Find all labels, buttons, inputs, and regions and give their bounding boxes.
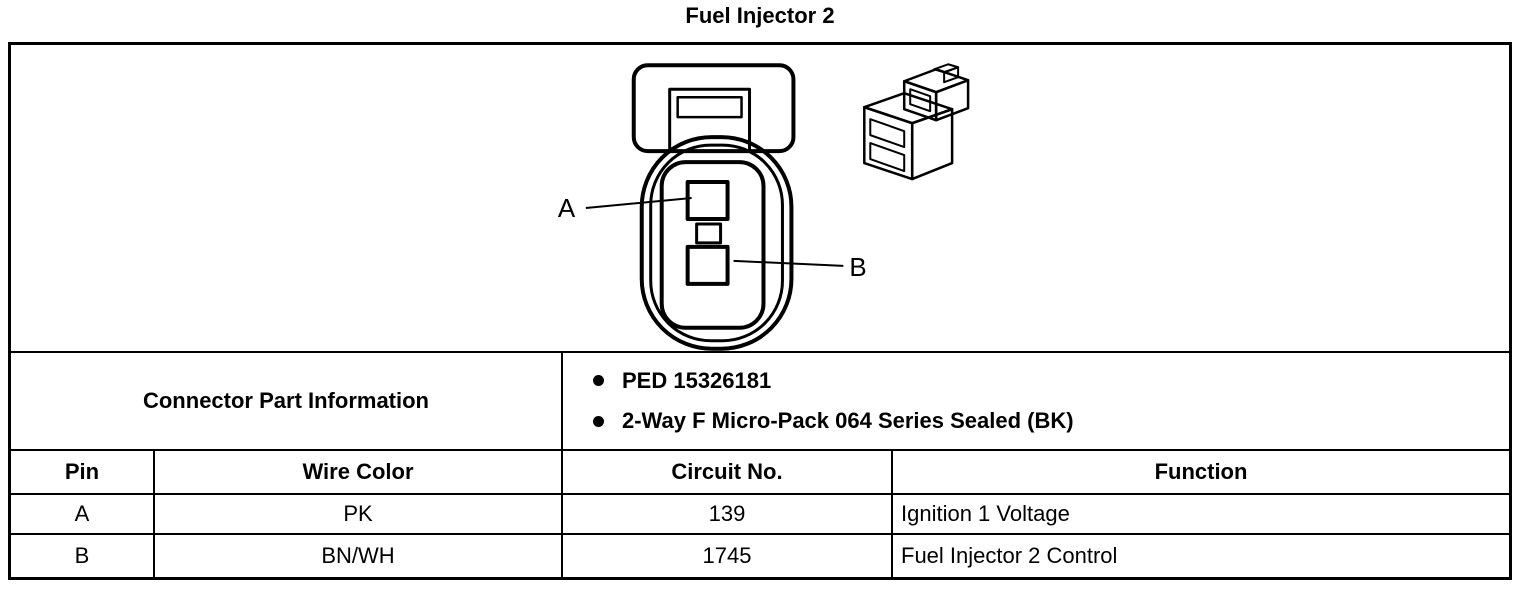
wire-color-cell: PK <box>155 495 563 533</box>
function-cell: Ignition 1 Voltage <box>901 501 1070 526</box>
connector-part-info-details: PED 15326181 2-Way F Micro-Pack 064 Seri… <box>563 353 1509 449</box>
table-header-row: Pin Wire Color Circuit No. Function <box>11 451 1509 495</box>
pin-a-label: A <box>558 195 576 223</box>
pin-a-terminal <box>685 180 730 221</box>
iso-lower-opening-2 <box>869 142 906 173</box>
connector-isometric-view <box>863 63 970 181</box>
connector-diagram: A B <box>558 63 970 351</box>
page-title: Fuel Injector 2 <box>685 3 835 28</box>
pin-b-terminal <box>685 244 730 286</box>
circuit-no-cell: 1745 <box>563 535 893 577</box>
pin-cell: A <box>11 495 155 533</box>
bullet-icon <box>593 415 604 427</box>
header-function: Function <box>1154 459 1248 484</box>
header-circuit-no: Circuit No. <box>563 451 893 493</box>
part-number-text: PED 15326181 <box>622 367 772 393</box>
iso-upper-opening <box>909 88 932 113</box>
connector-type-text: 2-Way F Micro-Pack 064 Series Sealed (BK… <box>622 408 1074 434</box>
header-pin: Pin <box>11 451 155 493</box>
iso-latch-side <box>943 66 960 84</box>
connector-latch-inner <box>676 95 743 119</box>
connector-type-item: 2-Way F Micro-Pack 064 Series Sealed (BK… <box>593 408 1509 434</box>
iso-upper-left-face <box>902 79 938 122</box>
part-number-item: PED 15326181 <box>593 368 1509 394</box>
connector-body-outer <box>639 135 794 351</box>
pin-b-label: B <box>849 254 866 282</box>
connector-diagram-cell: A B <box>11 45 1509 353</box>
pin-b-leader-line <box>733 259 844 267</box>
table-row: B BN/WH 1745 Fuel Injector 2 Control <box>11 535 1509 577</box>
connector-part-info-row: Connector Part Information PED 15326181 … <box>11 353 1509 451</box>
iso-lower-left-face <box>863 105 914 181</box>
function-cell: Fuel Injector 2 Control <box>901 543 1118 568</box>
header-wire-color: Wire Color <box>155 451 563 493</box>
table-row: A PK 139 Ignition 1 Voltage <box>11 495 1509 535</box>
bullet-icon <box>593 375 604 387</box>
connector-body-inner <box>649 143 784 343</box>
connector-table: A B Connector Part Information <box>8 42 1512 580</box>
circuit-no-cell: 139 <box>563 495 893 533</box>
connector-part-info-label: Connector Part Information <box>11 353 563 449</box>
keyway-notch <box>695 222 723 245</box>
connector-latch-outer <box>668 87 752 153</box>
wire-color-cell: BN/WH <box>155 535 563 577</box>
connector-cavity <box>659 160 766 330</box>
iso-lower-opening-1 <box>869 118 906 149</box>
connector-front-view: A B <box>558 63 867 351</box>
pin-cell: B <box>11 535 155 577</box>
pin-a-leader-line <box>585 197 692 209</box>
